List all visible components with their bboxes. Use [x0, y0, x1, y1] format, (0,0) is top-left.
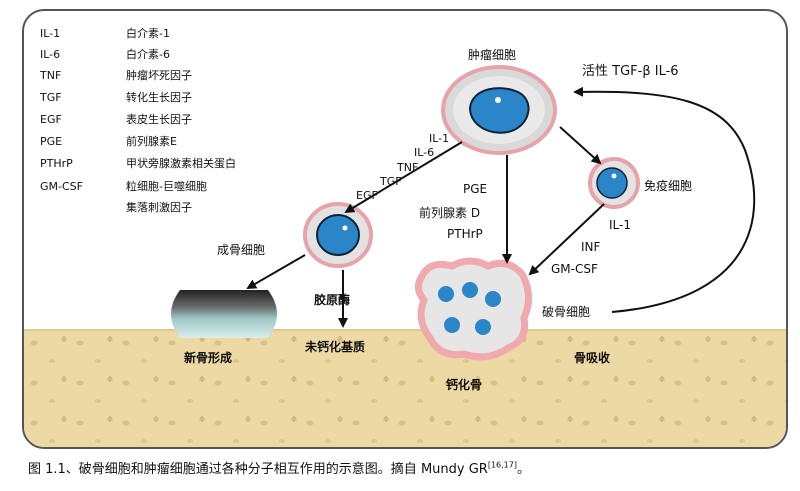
- legend-abbr: EGF: [40, 113, 62, 126]
- label-calcified-bone: 钙化骨: [446, 378, 483, 392]
- legend-desc: 转化生长因子: [126, 91, 192, 104]
- factor-label: GM-CSF: [551, 262, 598, 276]
- legend-desc: 白介素-1: [126, 27, 170, 40]
- factor-label: IL-1: [429, 132, 450, 145]
- legend-desc: 肿瘤坏死因子: [126, 69, 192, 82]
- caption-end: 。: [516, 462, 530, 477]
- factor-label: INF: [581, 240, 601, 254]
- factor-label: PTHrP: [447, 227, 483, 241]
- legend-abbr: GM-CSF: [40, 180, 83, 193]
- legend-desc: 表皮生长因子: [126, 113, 192, 126]
- legend-abbr: TNF: [40, 69, 62, 82]
- arrow-tumor-to-osteoblast: [344, 141, 463, 214]
- label-active-factors: 活性 TGF-β IL-6: [582, 64, 679, 79]
- arrow-tumor-to-immune: [559, 126, 602, 165]
- legend-desc: 粒细胞-巨噬细胞: [126, 180, 207, 193]
- legend-abbr: PGE: [40, 135, 63, 148]
- legend-abbr: TGF: [40, 91, 62, 104]
- legend-abbr: PTHrP: [40, 157, 73, 170]
- label-immune-cell: 免疫细胞: [644, 179, 693, 193]
- label-collagenase: 胶原酶: [314, 293, 351, 307]
- legend-desc: 前列腺素E: [126, 135, 177, 148]
- osteoclast-cell: [415, 257, 532, 361]
- new-bone-shape: [171, 290, 277, 338]
- factor-label: IL-1: [609, 218, 631, 232]
- label-bone-resorption: 骨吸收: [574, 351, 611, 365]
- arrow-feedback-loop: [573, 86, 756, 313]
- caption-text: 图 1.1、破骨细胞和肿瘤细胞通过各种分子相互作用的示意图。摘自 Mundy G…: [28, 462, 488, 477]
- osteoblast-cell: [303, 202, 373, 268]
- label-osteoblast: 成骨细胞: [217, 243, 266, 257]
- label-osteoclast: 破骨细胞: [542, 305, 591, 319]
- legend-desc: 集落刺激因子: [126, 201, 192, 214]
- legend-desc: 甲状旁腺激素相关蛋白: [126, 157, 236, 170]
- caption-citation: [16,17]: [487, 460, 517, 470]
- arrow-osteoblast-to-newbone: [246, 254, 306, 290]
- factor-label: IL-6: [414, 146, 435, 159]
- legend-desc: 白介素-6: [126, 48, 170, 61]
- factor-label: 前列腺素 D: [419, 206, 481, 220]
- label-unmineralized-matrix: 未钙化基质: [305, 340, 366, 354]
- factor-label: EGF: [356, 189, 378, 202]
- legend-abbr: IL-6: [40, 48, 61, 61]
- factor-label: TNF: [397, 161, 419, 174]
- factor-label: PGE: [463, 182, 488, 196]
- legend-abbr: IL-1: [40, 27, 61, 40]
- immune-cell: [588, 157, 640, 209]
- label-tumor-cell: 肿瘤细胞: [468, 48, 517, 62]
- tumor-cell: [441, 65, 557, 155]
- bone-matrix: [24, 331, 786, 447]
- factor-label: TGF: [380, 175, 402, 188]
- diagram-frame: [22, 9, 788, 449]
- label-new-bone: 新骨形成: [184, 351, 233, 365]
- arrow-immune-to-osteoclast: [528, 203, 605, 276]
- figure-caption: 图 1.1、破骨细胞和肿瘤细胞通过各种分子相互作用的示意图。摘自 Mundy G…: [28, 458, 530, 477]
